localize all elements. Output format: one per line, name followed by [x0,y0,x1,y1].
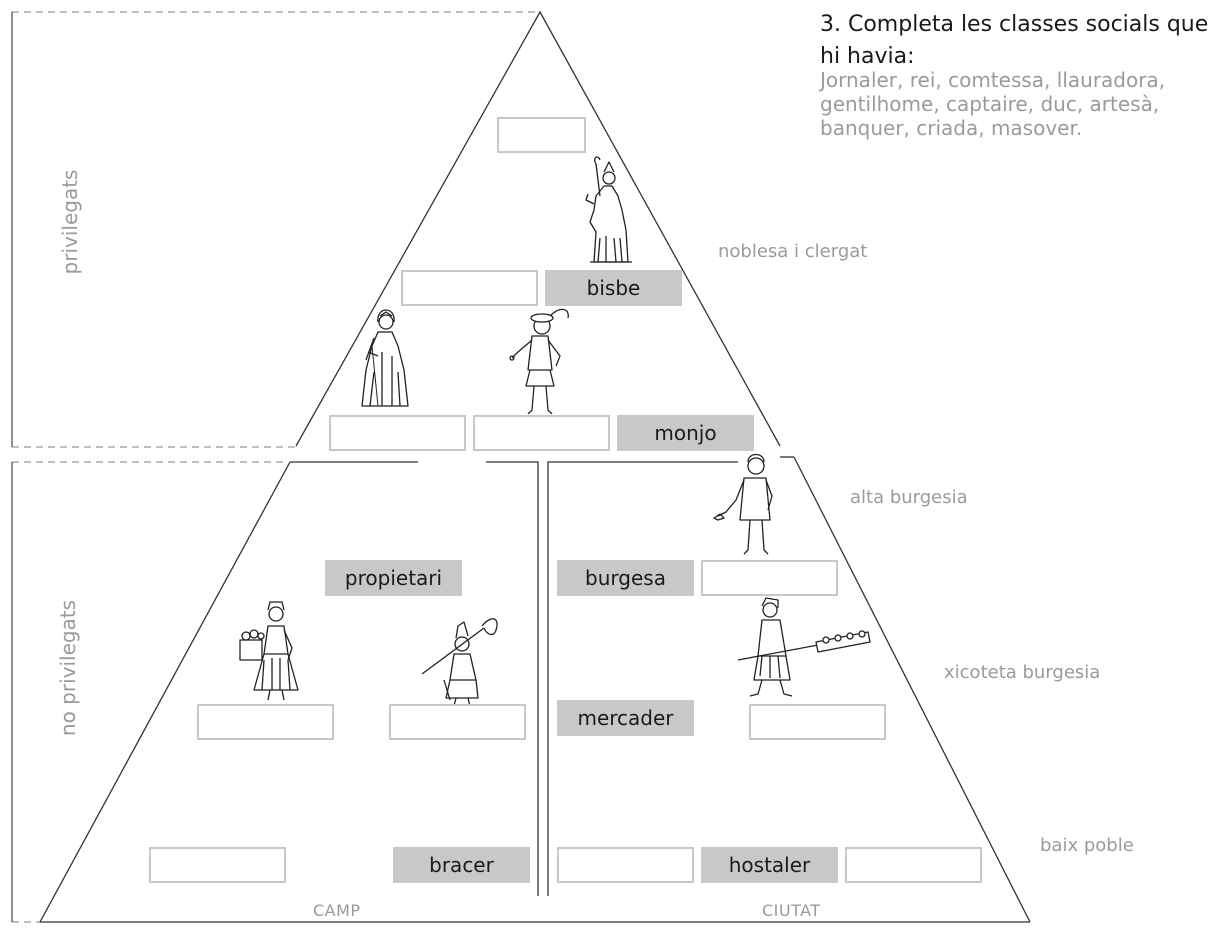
upper-triangle [295,10,781,447]
answer-box-upper-bourgeoisie[interactable] [701,560,838,596]
answer-box-nobility-left[interactable] [401,270,538,306]
answer-box-petty-bourgeoisie[interactable] [749,704,886,740]
level-label-petty-bourgeoisie: xicoteta burgesia [944,662,1101,683]
label-box-burgesa: burgesa [557,560,694,596]
word-bank-line: Jornaler, rei, comtessa, llauradora, [820,68,1166,92]
bourgeois-man-figure-icon [713,453,773,555]
ciutat-divider [547,461,738,896]
privileged-label: privilegats [58,169,82,275]
bishop-figure-icon [585,156,632,263]
answer-box-camp-man[interactable] [389,704,526,740]
answer-box-nobility-man[interactable] [473,415,610,451]
label-box-bisbe: bisbe [545,270,682,306]
level-label-upper-bourgeoisie: alta burgesia [850,487,968,508]
peasant-woman-figure-icon [239,601,299,701]
baker-figure-icon [737,597,871,697]
level-label-nobility-clergy: noblesa i clergat [718,241,868,262]
label-box-mercader: mercader [557,700,694,736]
nobleman-figure-icon [509,308,569,415]
trapezoid-left-side [39,461,291,923]
farmer-man-figure-icon [421,618,498,707]
non-privileged-label: no privilegats [56,599,80,737]
word-bank-line: banquer, criada, masover. [820,116,1083,140]
camp-divider [486,461,539,896]
label-box-hostaler: hostaler [701,847,838,883]
base-label-camp: CAMP [313,901,361,920]
word-bank: Jornaler, rei, comtessa, llauradora, gen… [820,68,1219,140]
level-label-lower-people: baix poble [1040,835,1134,856]
base-label-ciutat: CIUTAT [762,901,821,920]
answer-box-ciutat-bottom-left[interactable] [557,847,694,883]
answer-box-camp-bottom[interactable] [149,847,286,883]
word-bank-line: gentilhome, captaire, duc, artesà, [820,92,1160,116]
answer-box-ciutat-bottom-right[interactable] [845,847,982,883]
lady-figure-icon [361,309,409,407]
trapezoid-right-side [793,456,1031,923]
answer-box-top[interactable] [497,117,586,153]
answer-box-nobility-lady[interactable] [329,415,466,451]
label-box-monjo: monjo [617,415,754,451]
label-box-bracer: bracer [393,847,530,883]
label-box-propietari: propietari [325,560,462,596]
answer-box-camp-woman[interactable] [197,704,334,740]
instructions-title: 3. Completa les classes socials que [820,12,1209,37]
instructions-title-continued: hi havia: [820,44,915,69]
